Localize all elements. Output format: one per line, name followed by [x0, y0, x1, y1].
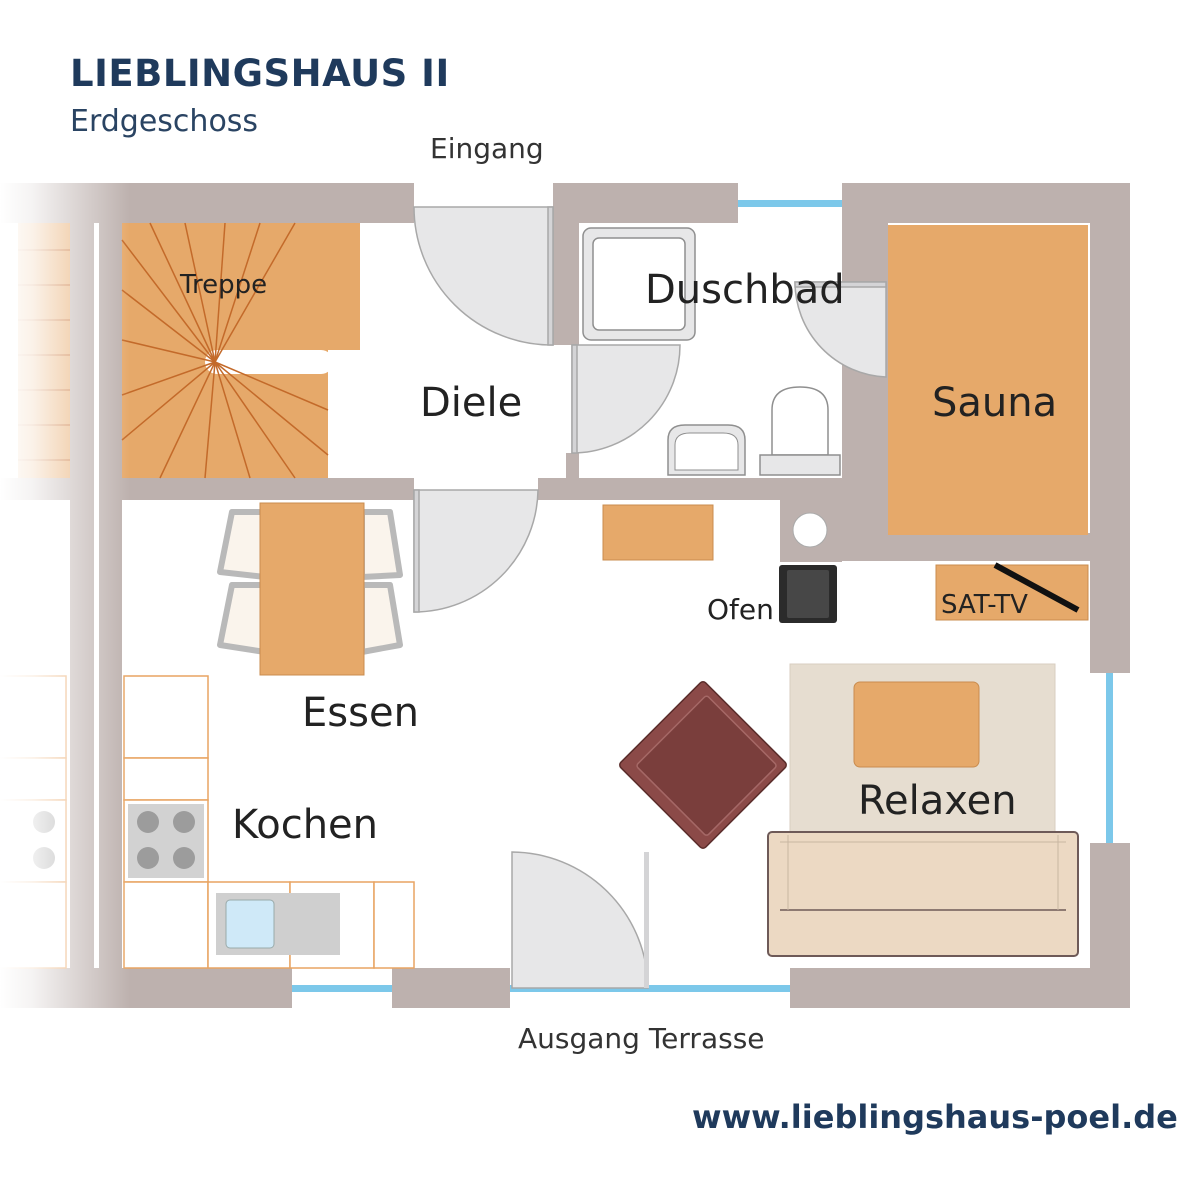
room-label-kochen: Kochen: [232, 802, 379, 848]
room-label-treppe: Treppe: [180, 270, 268, 300]
room-label-relaxen: Relaxen: [858, 778, 1017, 824]
staircase: [18, 222, 360, 479]
label-ofen: Ofen: [707, 593, 774, 626]
room-label-essen: Essen: [302, 690, 419, 736]
room-label-sauna: Sauna: [932, 380, 1058, 426]
label-eingang: Eingang: [430, 132, 544, 165]
sauna-bench: [888, 225, 1088, 535]
room-label-diele: Diele: [420, 380, 523, 426]
living-area: [619, 663, 1079, 957]
website-url: www.lieblingshaus-poel.de: [692, 1098, 1178, 1136]
windows: [292, 200, 1113, 992]
stove-oven: [779, 565, 837, 623]
sideboard: [602, 504, 714, 561]
label-ausgang-terrasse: Ausgang Terrasse: [518, 1022, 765, 1055]
label-sat-tv: SAT-TV: [941, 590, 1028, 620]
bathroom-fixtures: [582, 227, 841, 548]
doors: [413, 206, 887, 989]
plan-subtitle: Erdgeschoss: [70, 104, 259, 139]
tv-bench: [935, 562, 1089, 621]
room-label-duschbad: Duschbad: [645, 267, 845, 313]
dining-set: [217, 502, 403, 676]
plan-title: LIEBLINGSHAUS II: [70, 52, 450, 95]
